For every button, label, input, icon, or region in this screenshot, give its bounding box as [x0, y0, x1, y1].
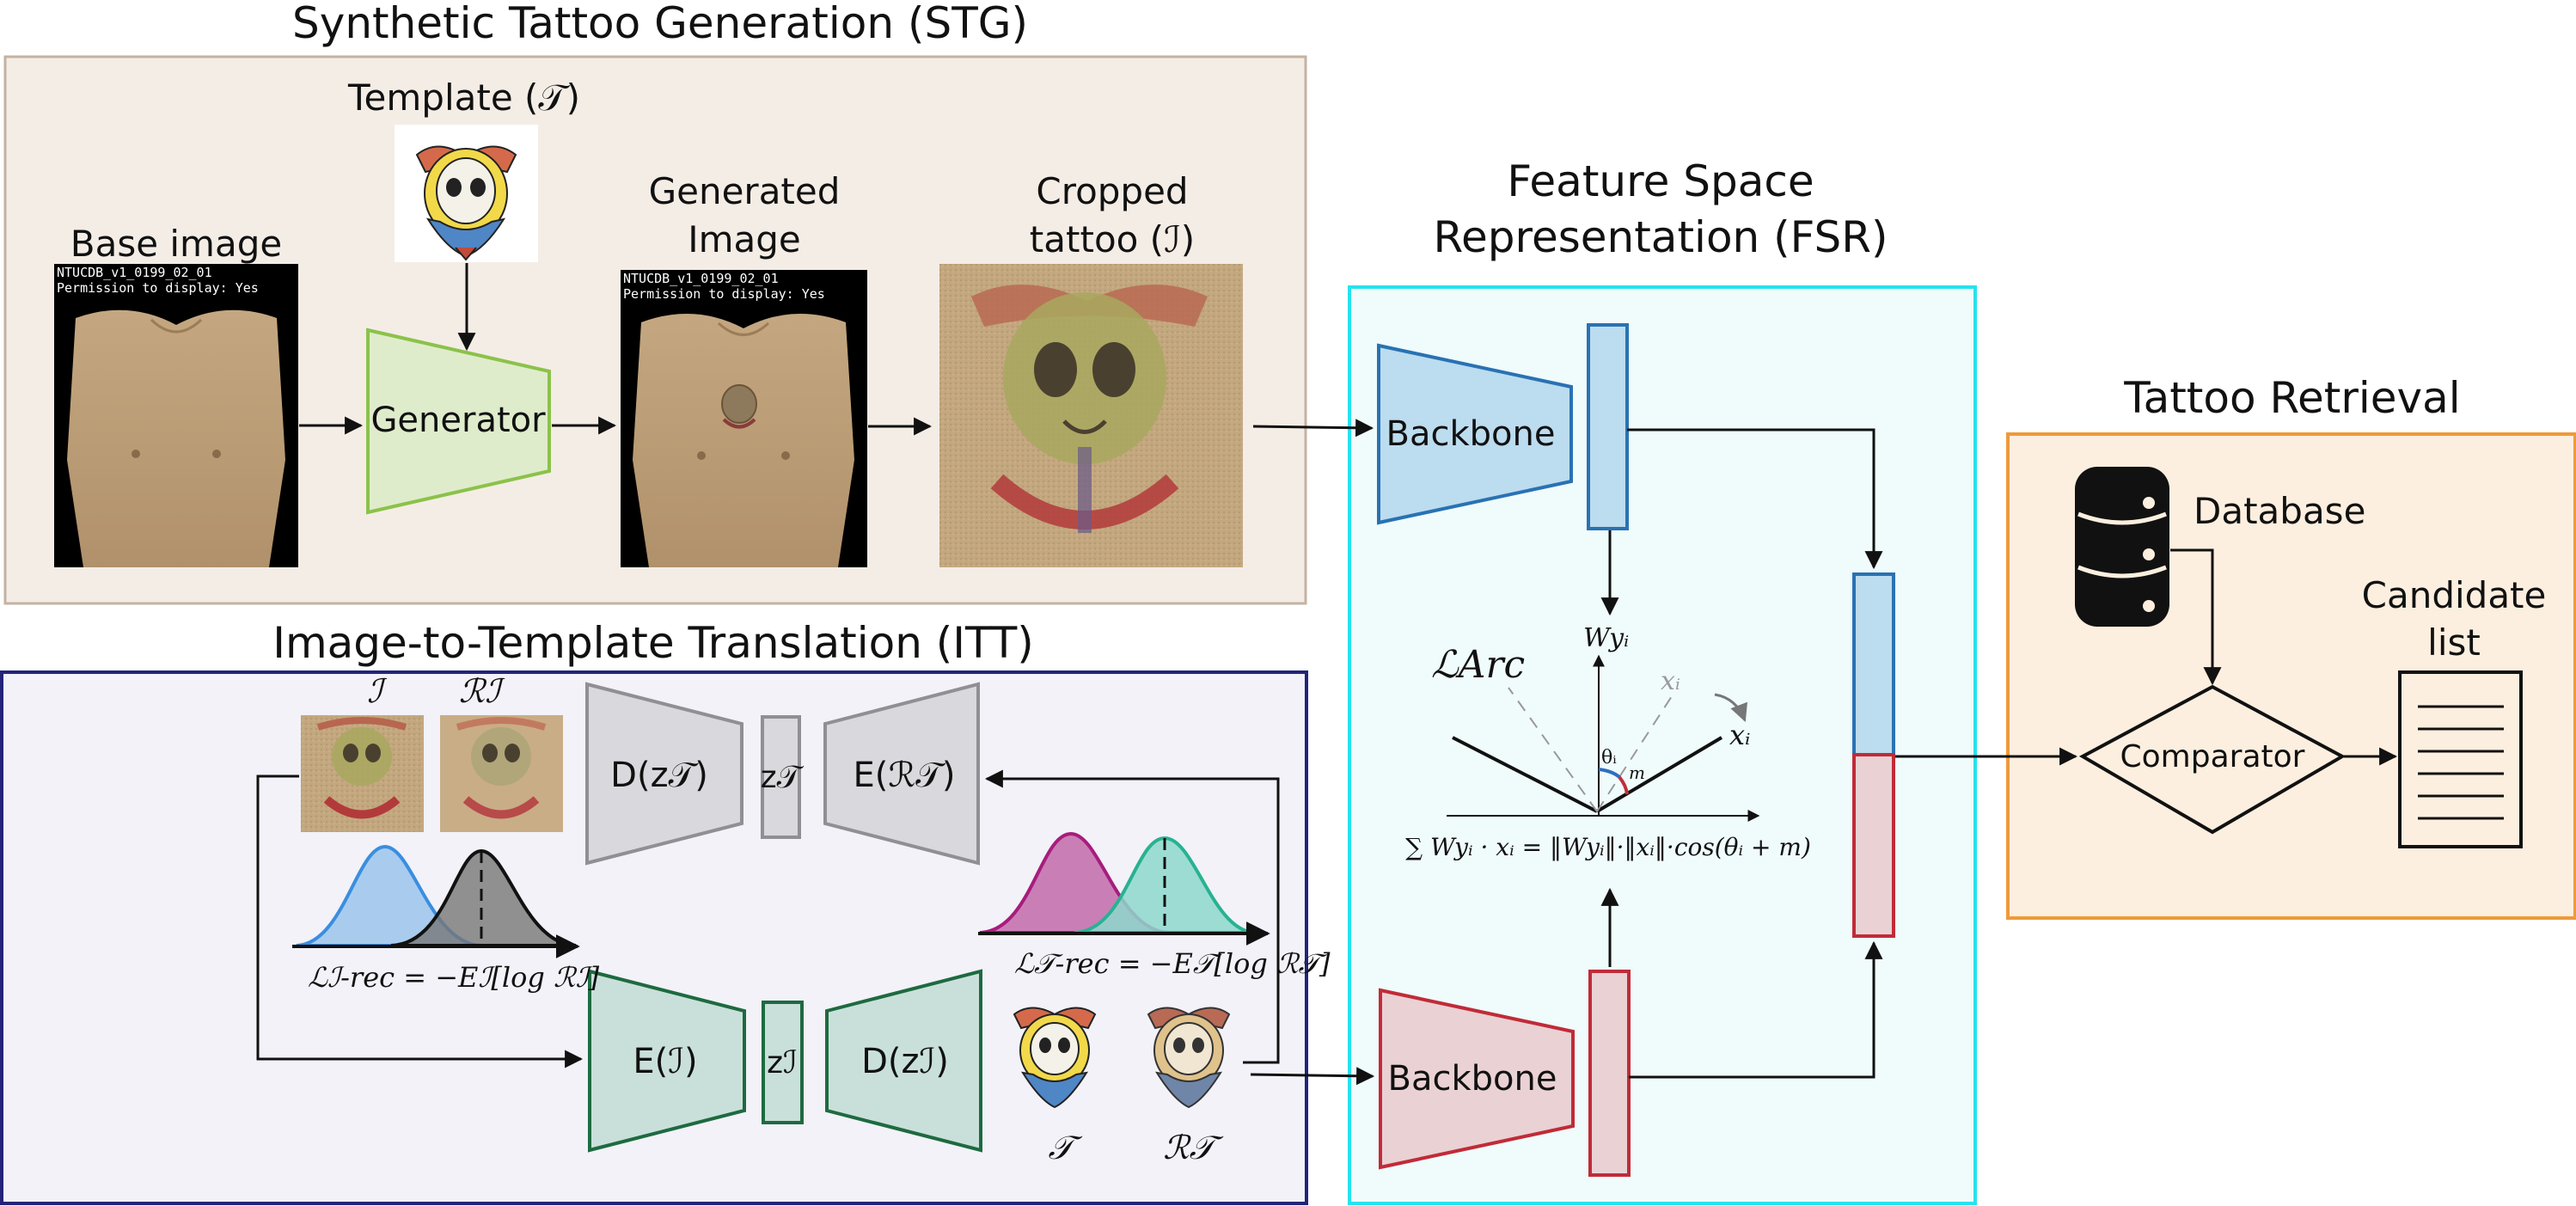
- theta-label: θᵢ: [1601, 747, 1617, 768]
- comparator-diamond: [2078, 684, 2347, 835]
- backbone-top-label: Backbone: [1386, 414, 1556, 454]
- latent-top-block: [761, 715, 801, 839]
- encoder-top-block: [823, 682, 980, 866]
- arrow-cropped-to-backbone: [1252, 419, 1374, 438]
- encoder-bottom-block: [588, 969, 746, 1153]
- arrow-top-to-combined: [1627, 428, 1883, 570]
- cropped-label-line1: Cropped: [1036, 170, 1188, 212]
- generated-label-line2: Image: [688, 218, 801, 260]
- itt-template-RT-image: [1147, 1007, 1231, 1109]
- base-photo-caption-2: Permission to display: Yes: [57, 280, 259, 296]
- fsr-title-line2: Representation (FSR): [1433, 212, 1888, 262]
- combined-vector-bottom: [1852, 753, 1895, 938]
- decoder-bottom-label: D(zℐ): [861, 1042, 949, 1081]
- base-photo-caption-1: NTUCDB_v1_0199_02_01: [57, 265, 212, 280]
- template-label: Template (𝒯): [347, 77, 580, 119]
- backbone-bottom-label: Backbone: [1388, 1059, 1557, 1099]
- latent-bottom-label: zℐ: [767, 1045, 798, 1081]
- itt-image-RI-label: ℛℐ: [459, 672, 505, 710]
- generated-photo-caption-1: NTUCDB_v1_0199_02_01: [623, 271, 779, 286]
- backbone-top-block: [1377, 343, 1573, 525]
- template-image: [395, 125, 538, 262]
- candidate-label-line1: Candidate: [2362, 574, 2547, 616]
- database-label: Database: [2194, 490, 2365, 532]
- comparator-label: Comparator: [2120, 739, 2305, 774]
- itt-image-I: [301, 715, 424, 832]
- base-image-label: Base image: [70, 223, 282, 265]
- database-icon: [2075, 467, 2169, 627]
- arrow-RT-to-backbone: [1250, 1067, 1375, 1086]
- arrow-bottom-to-combined: [1629, 940, 1883, 1079]
- feature-vector-top: [1587, 323, 1629, 530]
- distribution-plot-T: [978, 831, 1270, 946]
- feature-vector-bottom: [1588, 970, 1631, 1177]
- distribution-plot-I: [292, 844, 580, 958]
- latent-top-label: z𝒯: [761, 760, 805, 795]
- combined-vector-top: [1852, 572, 1895, 756]
- encoder-top-label: E(ℛ𝒯): [853, 756, 955, 795]
- itt-template-RT-label: ℛ𝒯: [1163, 1129, 1223, 1166]
- candidate-list-icon: [2398, 670, 2523, 848]
- arrow-RT-to-encoder: [984, 769, 1280, 1064]
- m-label: m: [1629, 762, 1645, 783]
- itt-title: Image-to-Template Translation (ITT): [272, 618, 1034, 668]
- arrow-database-to-comparator: [2170, 548, 2222, 686]
- fsr-title-line1: Feature Space: [1507, 156, 1814, 206]
- candidate-label-line2: list: [2427, 621, 2481, 664]
- itt-template-T-image: [1013, 1007, 1097, 1109]
- decoder-bottom-block: [825, 969, 982, 1153]
- arcface-formula: ∑ Wyᵢ · xᵢ = ‖Wyᵢ‖·‖xᵢ‖·cos(θᵢ + m): [1405, 833, 1811, 861]
- xi-label: xᵢ: [1729, 719, 1750, 751]
- arrow-I-to-encoder: [256, 774, 584, 1068]
- generator-block: [366, 328, 551, 515]
- xi-faded-label: xᵢ: [1661, 666, 1680, 696]
- generated-label-line1: Generated: [649, 170, 841, 212]
- base-image: [54, 264, 298, 567]
- cropped-tattoo-image: [939, 264, 1243, 567]
- generated-photo-caption-2: Permission to display: Yes: [623, 286, 825, 302]
- encoder-bottom-label: E(ℐ): [633, 1042, 697, 1081]
- stg-title: Synthetic Tattoo Generation (STG): [292, 0, 1028, 48]
- decoder-top-block: [585, 682, 743, 866]
- decoder-top-label: D(z𝒯): [610, 756, 708, 795]
- arc-loss-label: ℒArc: [1431, 643, 1525, 687]
- latent-bottom-block: [762, 1001, 804, 1124]
- w-yi-label: Wyᵢ: [1583, 623, 1629, 653]
- generated-image: [621, 270, 867, 567]
- cropped-label-line2: tattoo (ℐ): [1030, 218, 1195, 260]
- loss-I-rec: ℒℐ-rec = −Eℐ[log ℛℐ]: [308, 961, 600, 994]
- loss-T-rec: ℒ𝒯-rec = −E𝒯[log ℛ𝒯]: [1014, 947, 1331, 980]
- itt-image-RI: [440, 715, 563, 832]
- generator-label: Generator: [370, 401, 546, 440]
- retrieval-title: Tattoo Retrieval: [2123, 373, 2460, 423]
- arcface-diagram: [1447, 654, 1760, 822]
- backbone-bottom-block: [1379, 988, 1575, 1170]
